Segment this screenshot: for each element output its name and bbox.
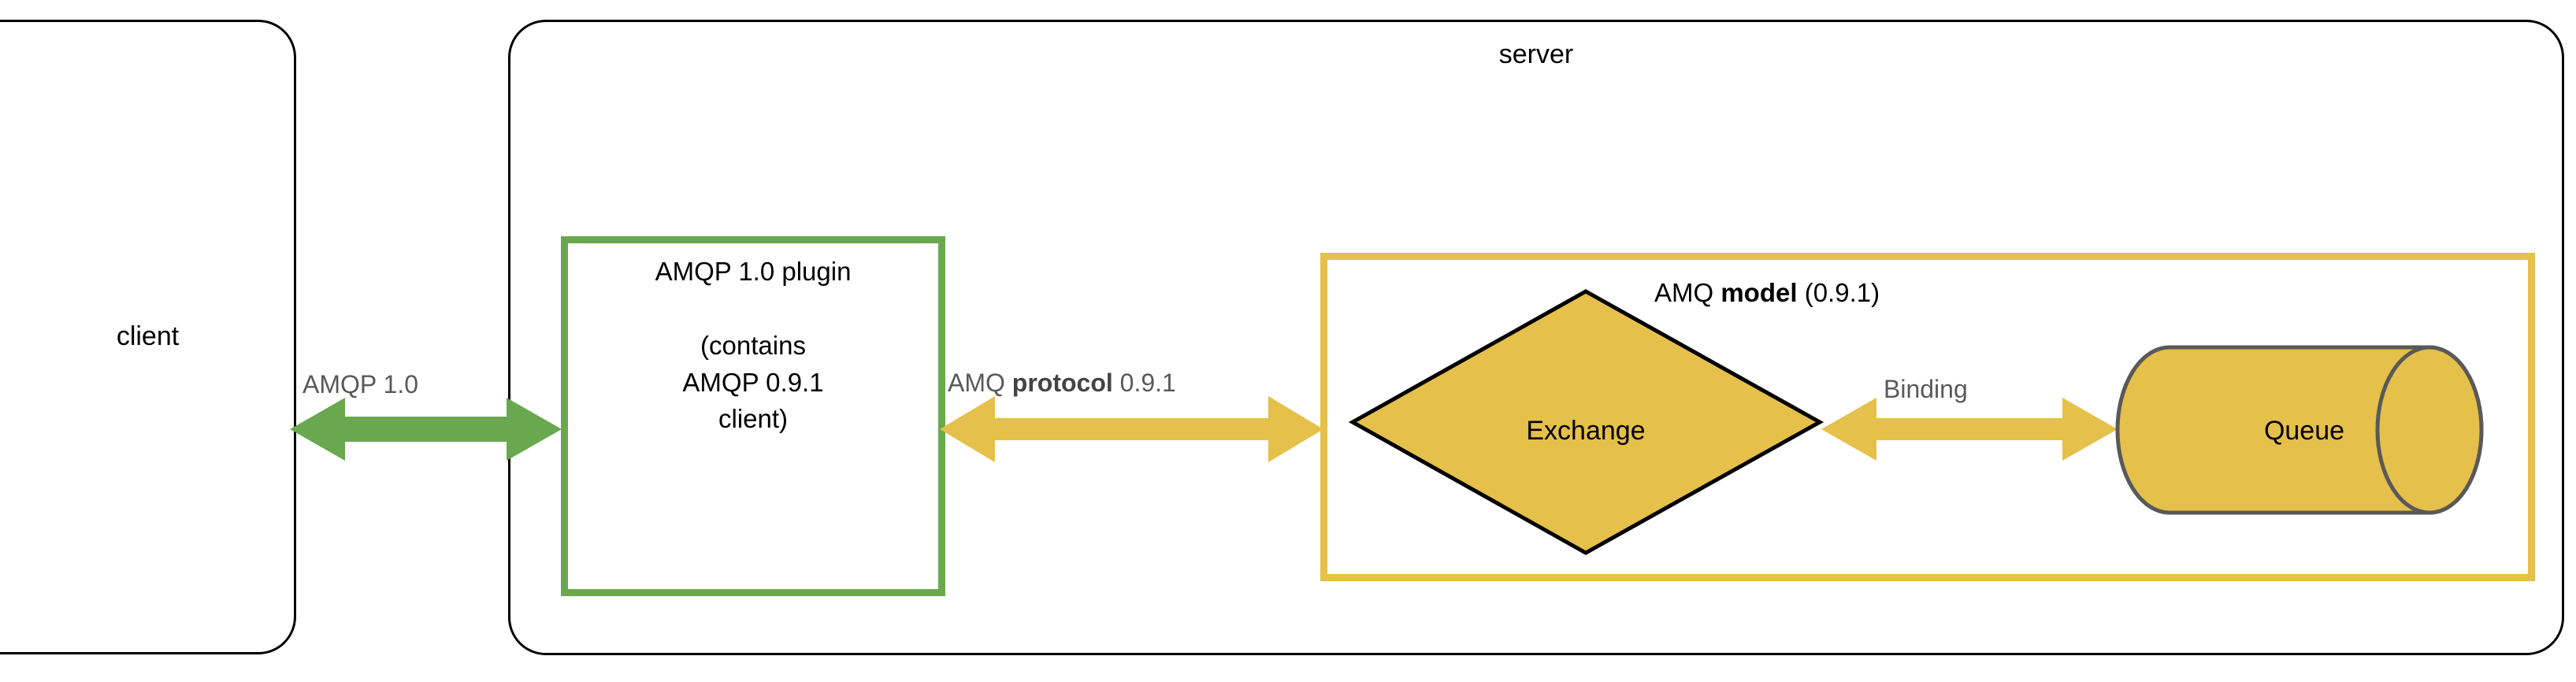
amq-model-box (1320, 253, 2535, 581)
amqp-plugin-label: AMQP 1.0 plugin (contains AMQP 0.9.1 cli… (655, 257, 852, 434)
amq-model-label: AMQ model (0.9.1) (1654, 280, 1880, 306)
server-container (508, 20, 2564, 655)
amq-protocol-label-suffix: 0.9.1 (1112, 369, 1176, 397)
amq-protocol-label-prefix: AMQ (948, 369, 1012, 397)
connection-label-binding: Binding (1884, 376, 1968, 402)
server-label: server (1498, 39, 1574, 69)
connection-label-amqp-1-0: AMQP 1.0 (303, 372, 418, 397)
amq-model-label-prefix: AMQ (1654, 278, 1721, 307)
amq-model-label-bold: model (1720, 278, 1798, 307)
connection-label-amq-protocol: AMQ protocol 0.9.1 (948, 370, 1176, 395)
amqp10-label-prefix: AMQP 1.0 (303, 370, 419, 398)
amq-protocol-label-bold: protocol (1011, 369, 1113, 397)
client-label: client (116, 321, 180, 351)
binding-label-prefix: Binding (1884, 375, 1968, 403)
client-container (0, 20, 296, 654)
amqp-plugin-box (561, 236, 945, 596)
amq-model-label-suffix: (0.9.1) (1797, 278, 1880, 307)
